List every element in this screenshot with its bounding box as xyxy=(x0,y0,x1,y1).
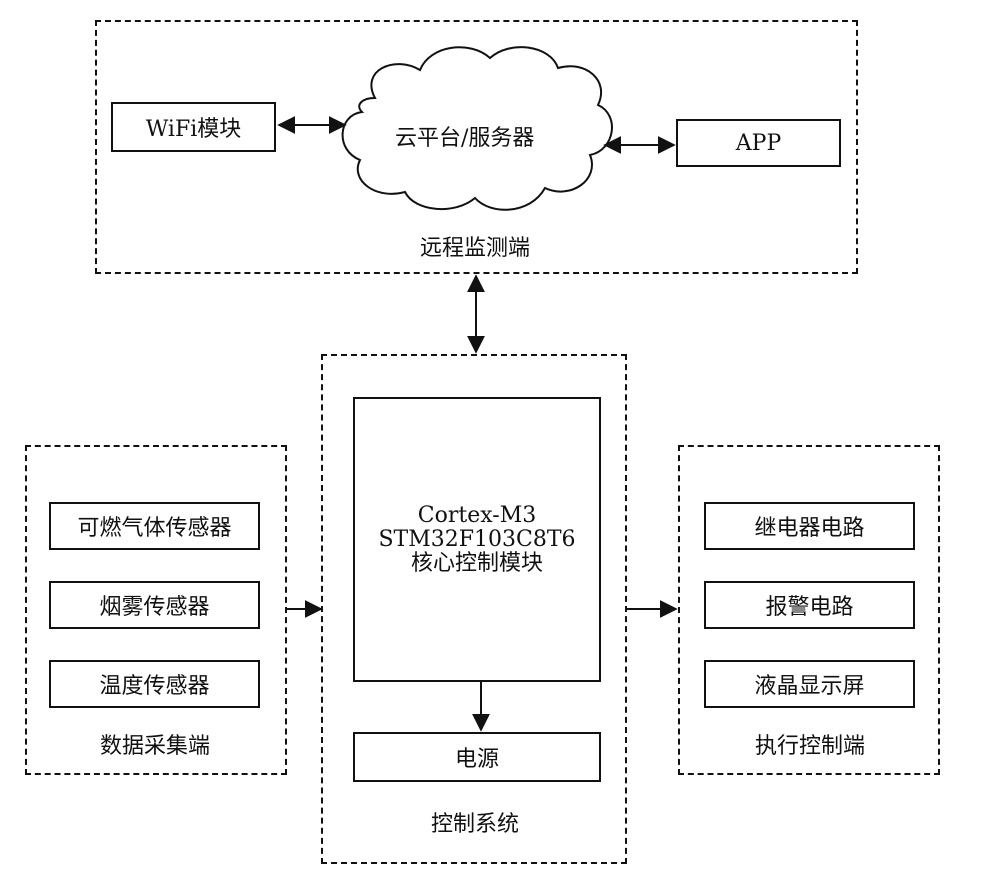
remote-group-label: 远程监测端 xyxy=(419,236,530,261)
sensor-box-temperature: 温度传感器 xyxy=(49,660,260,708)
sensor-box-smoke: 烟雾传感器 xyxy=(49,581,260,629)
core-line-module: 核心控制模块 xyxy=(410,550,543,576)
core-control-box: Cortex-M3 STM32F103C8T6 核心控制模块 xyxy=(353,397,601,682)
cloud-platform-label: 云平台/服务器 xyxy=(395,126,535,151)
output-label-alarm: 报警电路 xyxy=(765,595,854,620)
output-box-relay: 继电器电路 xyxy=(704,502,915,550)
output-box-lcd: 液晶显示屏 xyxy=(704,660,915,708)
execution-group-label: 执行控制端 xyxy=(754,734,865,759)
output-box-alarm: 报警电路 xyxy=(704,581,915,629)
acquisition-group-label: 数据采集端 xyxy=(99,734,210,759)
wifi-module-label: WiFi模块 xyxy=(145,117,242,142)
app-label: APP xyxy=(735,130,782,156)
control-group-label: 控制系统 xyxy=(430,812,519,837)
output-label-relay: 继电器电路 xyxy=(754,516,865,541)
output-label-lcd: 液晶显示屏 xyxy=(754,674,865,699)
power-label: 电源 xyxy=(454,747,499,772)
execution-control-group xyxy=(678,445,940,775)
control-system-group xyxy=(321,354,627,864)
sensor-box-gas: 可燃气体传感器 xyxy=(49,502,260,550)
wifi-module-box: WiFi模块 xyxy=(111,102,276,152)
core-line-chip: STM32F103C8T6 xyxy=(378,526,576,552)
core-line-cpu: Cortex-M3 xyxy=(417,502,537,528)
remote-monitoring-group xyxy=(95,20,858,274)
sensor-label-gas: 可燃气体传感器 xyxy=(77,516,232,541)
sensor-label-smoke: 烟雾传感器 xyxy=(99,595,210,620)
sensor-label-temperature: 温度传感器 xyxy=(99,674,210,699)
app-box: APP xyxy=(676,119,841,167)
power-box: 电源 xyxy=(353,732,601,782)
data-acquisition-group xyxy=(25,445,287,775)
